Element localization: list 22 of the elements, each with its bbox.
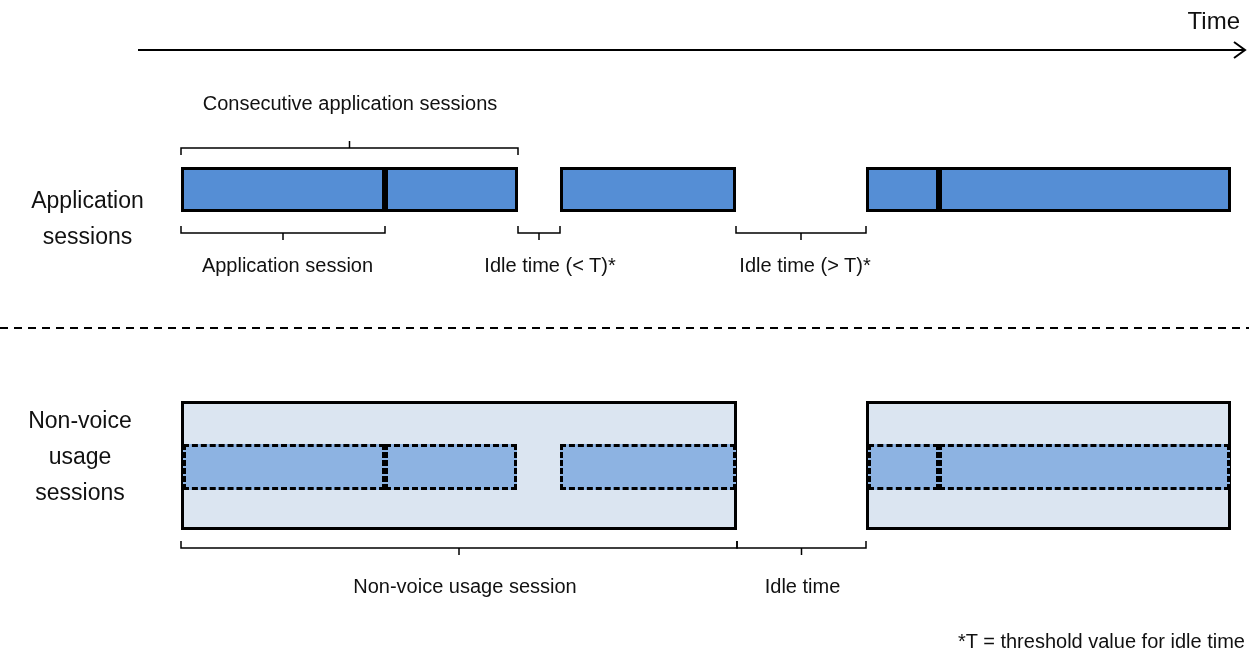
row-label: Non-voice usage sessions [27,406,133,507]
bracket-label: Idle time [763,575,842,597]
session-bar [560,167,736,212]
bracket-label: Idle time (< T)* [483,254,617,276]
dashed-session-bar [868,444,939,490]
usage-session-box [181,401,737,530]
dashed-session-bar [560,444,736,490]
dashed-session-bar [183,444,385,490]
dashed-session-bar [939,444,1230,490]
footnote: *T = threshold value for idle time [957,630,1245,652]
dashed-session-bar [385,444,517,490]
session-bar [385,167,518,212]
usage-session-box [866,401,1231,530]
bracket-label: Idle time (> T)* [738,254,872,276]
bracket-label: Non-voice usage session [352,575,578,597]
bracket-label: Consecutive application sessions [201,92,499,114]
row-label: Application sessions [30,186,145,251]
bracket-label: Application session [200,254,375,276]
session-bar [939,167,1231,212]
session-bar [181,167,385,212]
axis-label: Time [1186,8,1240,35]
session-bar [866,167,939,212]
